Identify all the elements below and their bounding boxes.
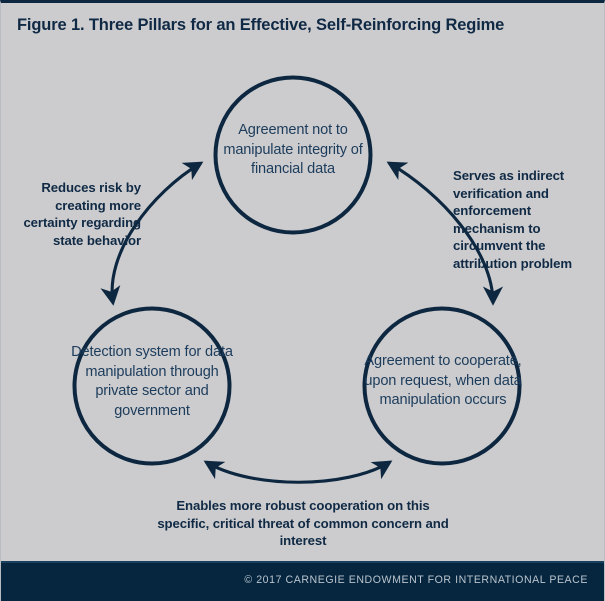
node-label-left: Detection system for data manipulation t…: [71, 344, 233, 419]
connector-arrow-right: [386, 161, 504, 306]
connector-label-right: Serves as indirect verification and enfo…: [453, 168, 572, 271]
page-title: Figure 1. Three Pillars for an Effective…: [17, 16, 505, 34]
connector-arrow-left: [100, 161, 204, 306]
node-circle-top: [213, 75, 373, 235]
connector-label-left: Reduces risk by creating more certainty …: [23, 180, 141, 248]
node-circle-left: [72, 306, 232, 466]
diagram-canvas: [72, 75, 522, 484]
footer-bar: © 2017 CARNEGIE ENDOWMENT FOR INTERNATIO…: [1, 561, 604, 601]
connector-arrow-bottom: [203, 460, 393, 484]
node-label-right: Agreement to cooperate, upon request, wh…: [364, 353, 522, 408]
node-label-top: Agreement not to manipulate integrity of…: [223, 122, 363, 177]
node-circle-right: [362, 306, 522, 466]
connector-label-bottom: Enables more robust cooperation on this …: [157, 498, 449, 548]
footer-credit: © 2017 CARNEGIE ENDOWMENT FOR INTERNATIO…: [244, 574, 588, 586]
